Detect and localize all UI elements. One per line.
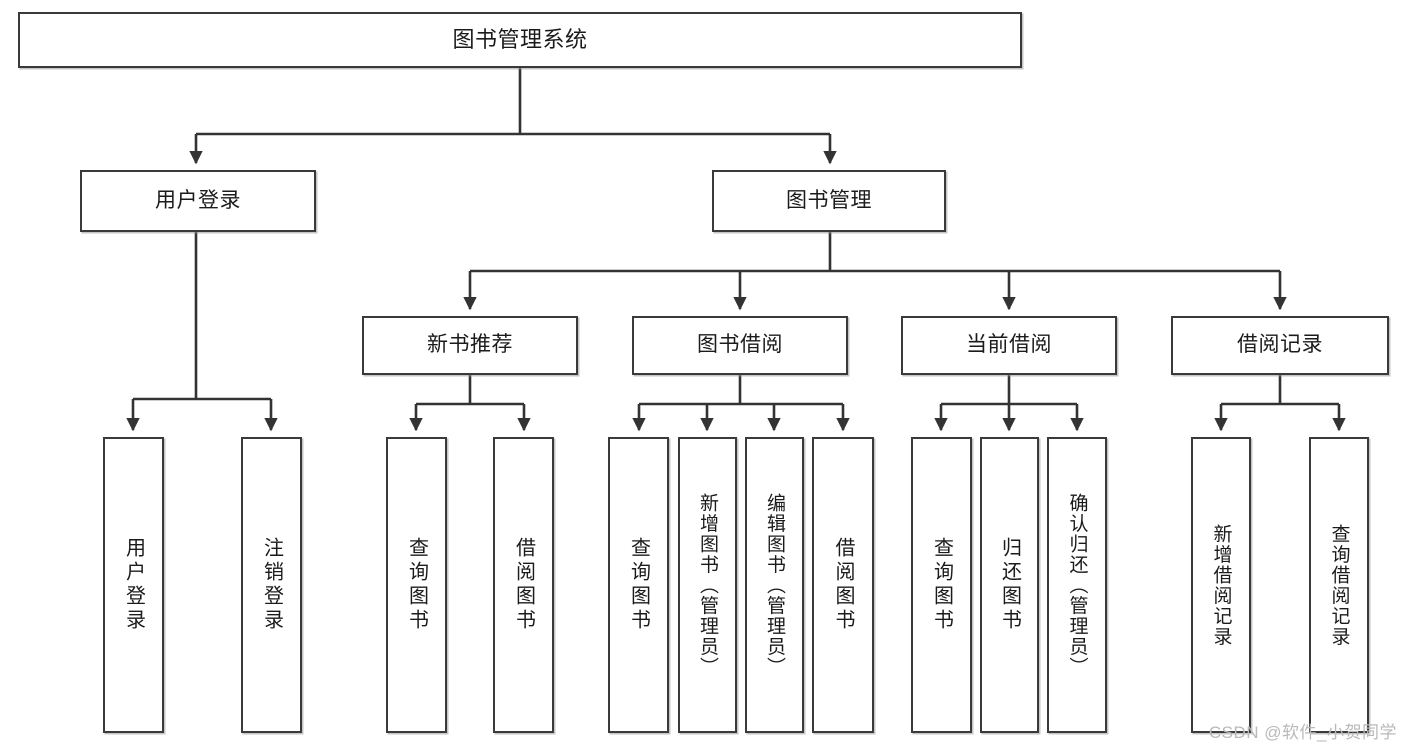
node-book-borrow-label: 图书借阅 <box>697 333 783 357</box>
csdn-watermark: CSDN @软件_小贺同学 <box>1208 723 1397 742</box>
leaf-borrow-book-2-label: 借阅图书 <box>832 537 854 633</box>
leaf-add-book-label: 新增图书（管理员） <box>697 492 718 678</box>
leaf-borrow-book-2[interactable]: 借阅图书 <box>812 437 874 733</box>
leaf-confirm-return[interactable]: 确认归还（管理员） <box>1047 437 1107 733</box>
leaf-user-login[interactable]: 用户登录 <box>103 437 164 733</box>
node-book-manage[interactable]: 图书管理 <box>712 170 946 232</box>
leaf-user-logout[interactable]: 注销登录 <box>241 437 302 733</box>
leaf-borrow-book-1-label: 借阅图书 <box>512 537 535 633</box>
leaf-confirm-return-label: 确认归还（管理员） <box>1066 492 1088 678</box>
leaf-query-book-2-label: 查询图书 <box>627 537 650 633</box>
leaf-query-book-3-label: 查询图书 <box>930 537 953 633</box>
node-borrow-record[interactable]: 借阅记录 <box>1171 316 1389 375</box>
leaf-add-book[interactable]: 新增图书（管理员） <box>678 437 737 733</box>
leaf-query-book-2[interactable]: 查询图书 <box>608 437 669 733</box>
leaf-user-login-label: 用户登录 <box>122 537 145 633</box>
leaf-add-record-label: 新增借阅记录 <box>1210 523 1232 647</box>
node-new-book-rec-label: 新书推荐 <box>427 333 513 357</box>
leaf-edit-book[interactable]: 编辑图书（管理员） <box>745 437 804 733</box>
node-user-login-label: 用户登录 <box>155 188 241 212</box>
node-current-borrow[interactable]: 当前借阅 <box>901 316 1117 375</box>
leaf-query-book-1-label: 查询图书 <box>405 537 428 633</box>
leaf-query-record[interactable]: 查询借阅记录 <box>1309 437 1369 733</box>
leaf-query-book-1[interactable]: 查询图书 <box>386 437 447 733</box>
node-book-borrow[interactable]: 图书借阅 <box>632 316 848 375</box>
leaf-return-book[interactable]: 归还图书 <box>980 437 1039 733</box>
leaf-query-record-label: 查询借阅记录 <box>1328 523 1350 647</box>
leaf-borrow-book-1[interactable]: 借阅图书 <box>493 437 554 733</box>
leaf-query-book-3[interactable]: 查询图书 <box>911 437 972 733</box>
node-root[interactable]: 图书管理系统 <box>18 12 1022 68</box>
node-user-login[interactable]: 用户登录 <box>80 170 316 232</box>
leaf-add-record[interactable]: 新增借阅记录 <box>1191 437 1251 733</box>
leaf-return-book-label: 归还图书 <box>998 537 1021 633</box>
node-borrow-record-label: 借阅记录 <box>1237 333 1323 357</box>
leaf-edit-book-label: 编辑图书（管理员） <box>764 492 785 678</box>
node-book-manage-label: 图书管理 <box>786 188 872 212</box>
node-root-label: 图书管理系统 <box>452 27 588 53</box>
node-current-borrow-label: 当前借阅 <box>966 333 1052 357</box>
leaf-user-logout-label: 注销登录 <box>260 537 283 633</box>
node-new-book-rec[interactable]: 新书推荐 <box>362 316 578 375</box>
